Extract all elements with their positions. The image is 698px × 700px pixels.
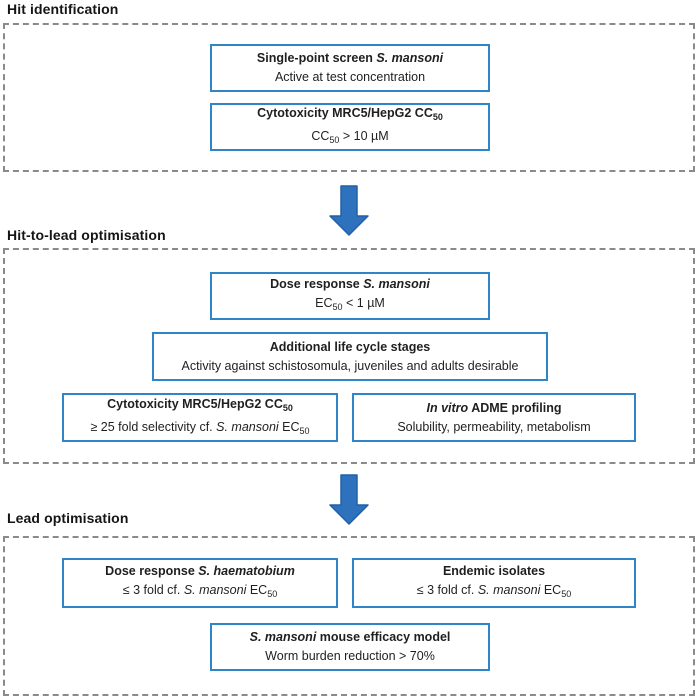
text-part: Additional life cycle stages <box>269 339 431 354</box>
text-part: Cytotoxicity MRC5/HepG2 CC <box>257 106 433 120</box>
text-part: S. mansoni <box>363 277 430 291</box>
stage-box-cytotoxicity-selectivity: Cytotoxicity MRC5/HepG2 CC50 ≥ 25 fold s… <box>62 393 338 442</box>
stage-box-in-vitro-adme-profiling: In vitro ADME profiling Solubility, perm… <box>352 393 636 442</box>
text-part: S. mansoni <box>249 630 317 644</box>
text-part: mouse efficacy model <box>316 630 451 644</box>
stage-box-dose-response-s-haematobium: Dose response S. haematobium ≤ 3 fold cf… <box>62 558 338 608</box>
box-subtitle-line: Worm burden reduction > 70% <box>265 647 435 666</box>
box-title-line: In vitro ADME profiling <box>427 399 562 418</box>
text-part: Active at test concentration <box>274 70 426 84</box>
text-part: Dose response <box>270 277 364 291</box>
box-subtitle-line: CC50 > 10 µM <box>311 127 388 150</box>
text-part: > 10 µM <box>339 129 389 143</box>
text-part: EC <box>246 583 268 597</box>
text-part: 50 <box>299 425 310 436</box>
box-subtitle-line: Solubility, permeability, metabolism <box>397 418 590 437</box>
down-arrow-shape <box>329 185 369 236</box>
text-part: 50 <box>332 302 343 312</box>
box-title-line: Single-point screen S. mansoni <box>257 49 443 68</box>
text-part: In vitro <box>426 400 469 415</box>
text-part: S. mansoni <box>216 419 279 434</box>
text-part: Cytotoxicity MRC5/HepG2 CC <box>107 396 283 411</box>
text-part: 50 <box>432 112 443 122</box>
section-title-hit-to-lead-optimisation: Hit-to-lead optimisation <box>7 227 166 243</box>
text-part: ADME profiling <box>468 400 562 415</box>
section-region-hit-identification <box>3 23 695 172</box>
box-subtitle-line: ≤ 3 fold cf. S. mansoni EC50 <box>417 581 571 604</box>
text-part: < 1 µM <box>342 296 385 310</box>
text-part: 50 <box>282 402 293 413</box>
box-subtitle-line: ≥ 25 fold selectivity cf. S. mansoni EC5… <box>90 418 309 441</box>
text-part: S. haematobium <box>198 564 295 578</box>
text-part: Worm burden reduction > 70% <box>265 649 435 663</box>
stage-box-dose-response-s-mansoni: Dose response S. mansoni EC50 < 1 µM <box>210 272 490 320</box>
box-title-line: Cytotoxicity MRC5/HepG2 CC50 <box>107 395 293 418</box>
text-part: Dose response <box>105 564 199 578</box>
down-arrow-icon <box>329 474 369 525</box>
text-part: EC <box>278 419 300 434</box>
text-part: Endemic isolates <box>442 564 546 578</box>
text-part: Single-point screen <box>256 51 377 65</box>
box-title-line: Endemic isolates <box>443 562 545 581</box>
text-part: S. mansoni <box>477 583 541 597</box>
box-title-line: Dose response S. mansoni <box>270 275 430 294</box>
down-arrow-shape <box>329 474 369 525</box>
text-part: EC <box>540 583 562 597</box>
stage-box-additional-life-cycle-stages: Additional life cycle stages Activity ag… <box>152 332 548 381</box>
text-part: S. mansoni <box>183 583 247 597</box>
box-title-line: S. mansoni mouse efficacy model <box>250 628 451 647</box>
stage-box-cytotoxicity-cc50: Cytotoxicity MRC5/HepG2 CC50 CC50 > 10 µ… <box>210 103 490 151</box>
text-part: 50 <box>329 135 340 145</box>
text-part: 50 <box>561 589 572 599</box>
text-part: ≤ 3 fold cf. <box>122 583 184 597</box>
box-subtitle-line: Activity against schistosomula, juvenile… <box>182 357 519 376</box>
text-part: 50 <box>267 589 278 599</box>
section-region-lead-optimisation <box>3 536 695 696</box>
box-subtitle-line: EC50 < 1 µM <box>315 294 385 317</box>
box-title-line: Dose response S. haematobium <box>105 562 295 581</box>
box-subtitle-line: ≤ 3 fold cf. S. mansoni EC50 <box>123 581 277 604</box>
section-region-hit-to-lead-optimisation <box>3 248 695 464</box>
section-title-lead-optimisation: Lead optimisation <box>7 510 129 526</box>
box-title-line: Additional life cycle stages <box>270 338 430 357</box>
box-subtitle-line: Active at test concentration <box>275 68 425 87</box>
stage-box-endemic-isolates: Endemic isolates ≤ 3 fold cf. S. mansoni… <box>352 558 636 608</box>
text-part: S. mansoni <box>376 51 444 65</box>
stage-box-single-point-screen: Single-point screen S. mansoni Active at… <box>210 44 490 92</box>
down-arrow-icon <box>329 185 369 236</box>
text-part: CC <box>311 129 330 143</box>
text-part: Solubility, permeability, metabolism <box>397 419 591 434</box>
stage-box-mouse-efficacy-model: S. mansoni mouse efficacy model Worm bur… <box>210 623 490 671</box>
text-part: EC <box>315 296 333 310</box>
text-part: ≤ 3 fold cf. <box>416 583 478 597</box>
box-title-line: Cytotoxicity MRC5/HepG2 CC50 <box>257 104 443 127</box>
text-part: Activity against schistosomula, juvenile… <box>181 358 519 373</box>
section-title-hit-identification: Hit identification <box>7 1 119 17</box>
text-part: ≥ 25 fold selectivity cf. <box>90 419 217 434</box>
